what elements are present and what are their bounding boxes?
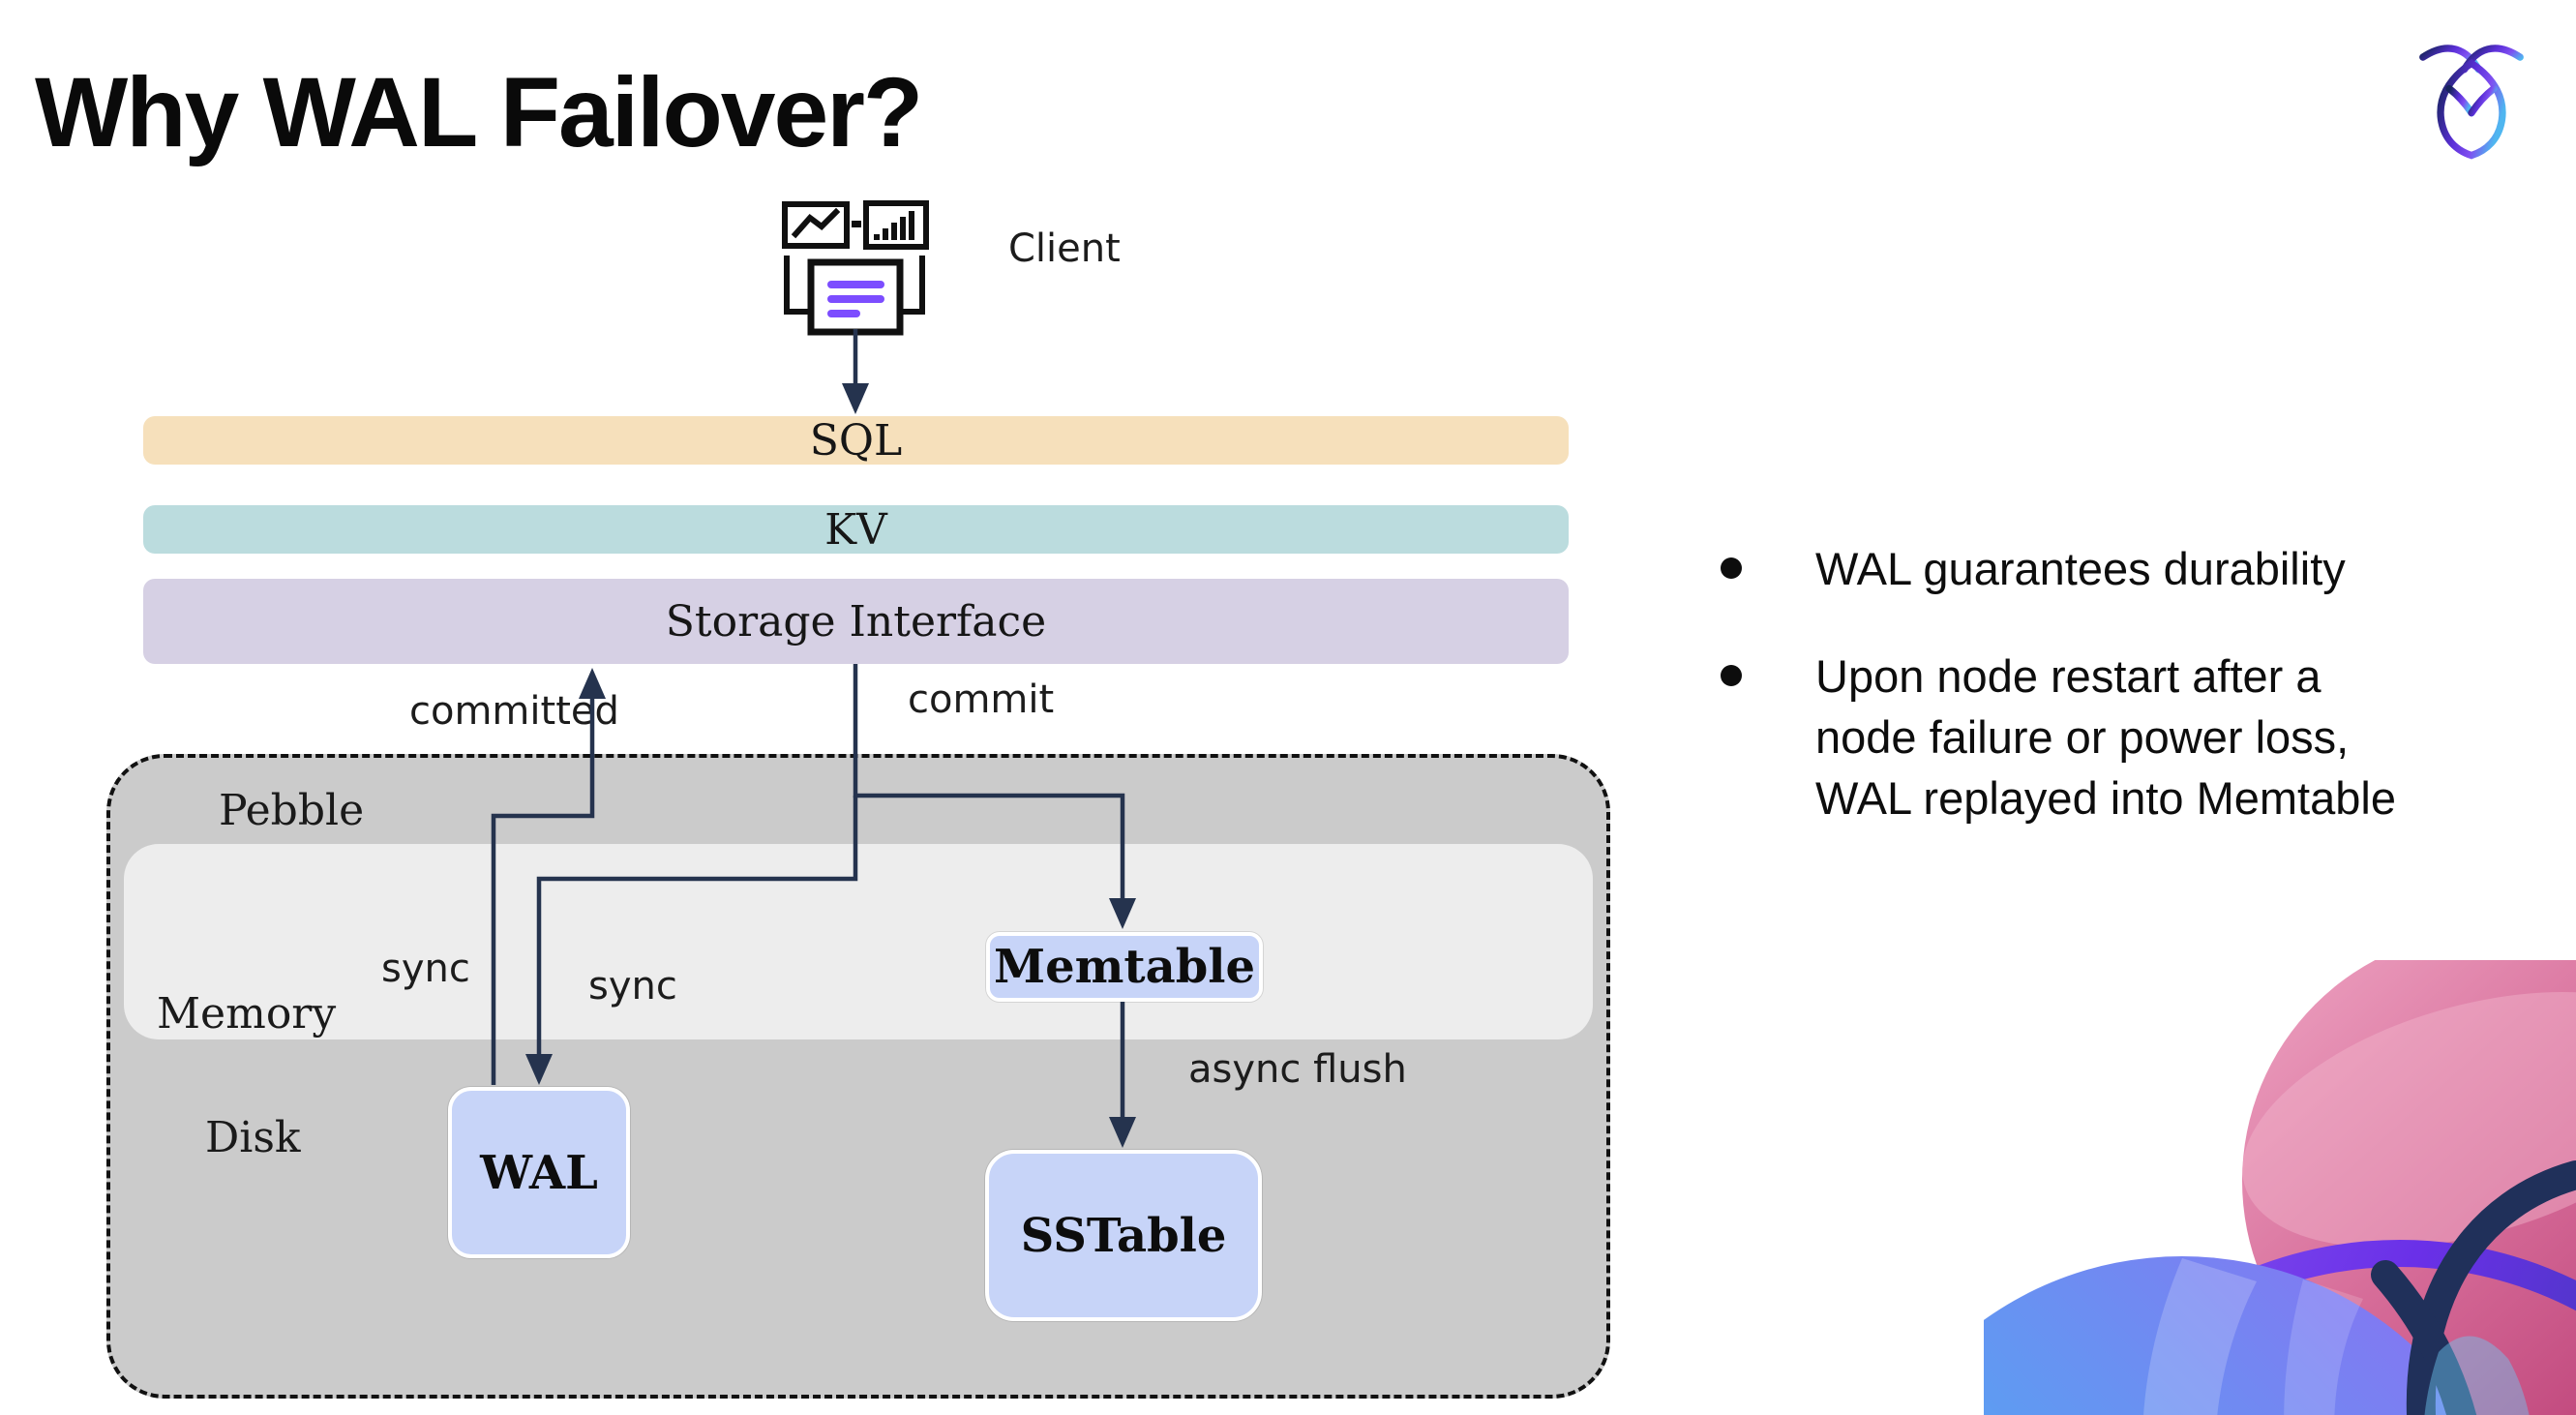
wal-node-label: WAL [480, 1145, 598, 1200]
list-item: WAL guarantees durability [1721, 538, 2524, 599]
cockroachdb-brand-sphere-graphic [1984, 960, 2576, 1415]
sql-layer-bar: SQL [143, 415, 1569, 466]
bullet-2-line-2: node failure or power loss, [1815, 711, 2350, 763]
memory-label: Memory [157, 989, 337, 1039]
arrowhead-into-sql [842, 383, 869, 414]
bullet-dot-icon [1721, 557, 1742, 579]
kv-layer-label: KV [824, 504, 887, 555]
sql-layer-label: SQL [809, 415, 903, 466]
memtable-node-label: Memtable [993, 940, 1256, 994]
sstable-node: SSTable [985, 1150, 1262, 1321]
kv-layer-bar: KV [143, 504, 1569, 555]
storage-interface-label: Storage Interface [665, 596, 1047, 647]
bullet-1-line-1: WAL guarantees durability [1815, 543, 2346, 594]
storage-interface-bar: Storage Interface [143, 579, 1569, 664]
sync-right-arrow-label: sync [588, 964, 677, 1009]
page-title: Why WAL Failover? [35, 57, 923, 167]
disk-label: Disk [205, 1113, 301, 1162]
wal-node: WAL [448, 1087, 630, 1258]
memtable-node: Memtable [986, 932, 1263, 1002]
bullet-2-line-1: Upon node restart after a [1815, 650, 2321, 702]
cockroachdb-logo-icon [2410, 33, 2533, 165]
committed-arrow-label: committed [409, 689, 619, 734]
memory-band [124, 844, 1593, 1039]
client-label: Client [1008, 226, 1121, 271]
sync-left-arrow-label: sync [381, 947, 470, 991]
async-flush-arrow-label: async flush [1188, 1047, 1407, 1092]
list-item: Upon node restart after a node failure o… [1721, 646, 2524, 828]
bullet-2-line-3: WAL replayed into Memtable [1815, 772, 2396, 824]
notes-list: WAL guarantees durability Upon node rest… [1721, 538, 2524, 828]
pebble-label: Pebble [219, 786, 365, 835]
bullet-dot-icon [1721, 665, 1742, 686]
client-devices-icon [772, 194, 937, 344]
commit-arrow-label: commit [908, 677, 1055, 722]
sstable-node-label: SSTable [1020, 1208, 1227, 1263]
